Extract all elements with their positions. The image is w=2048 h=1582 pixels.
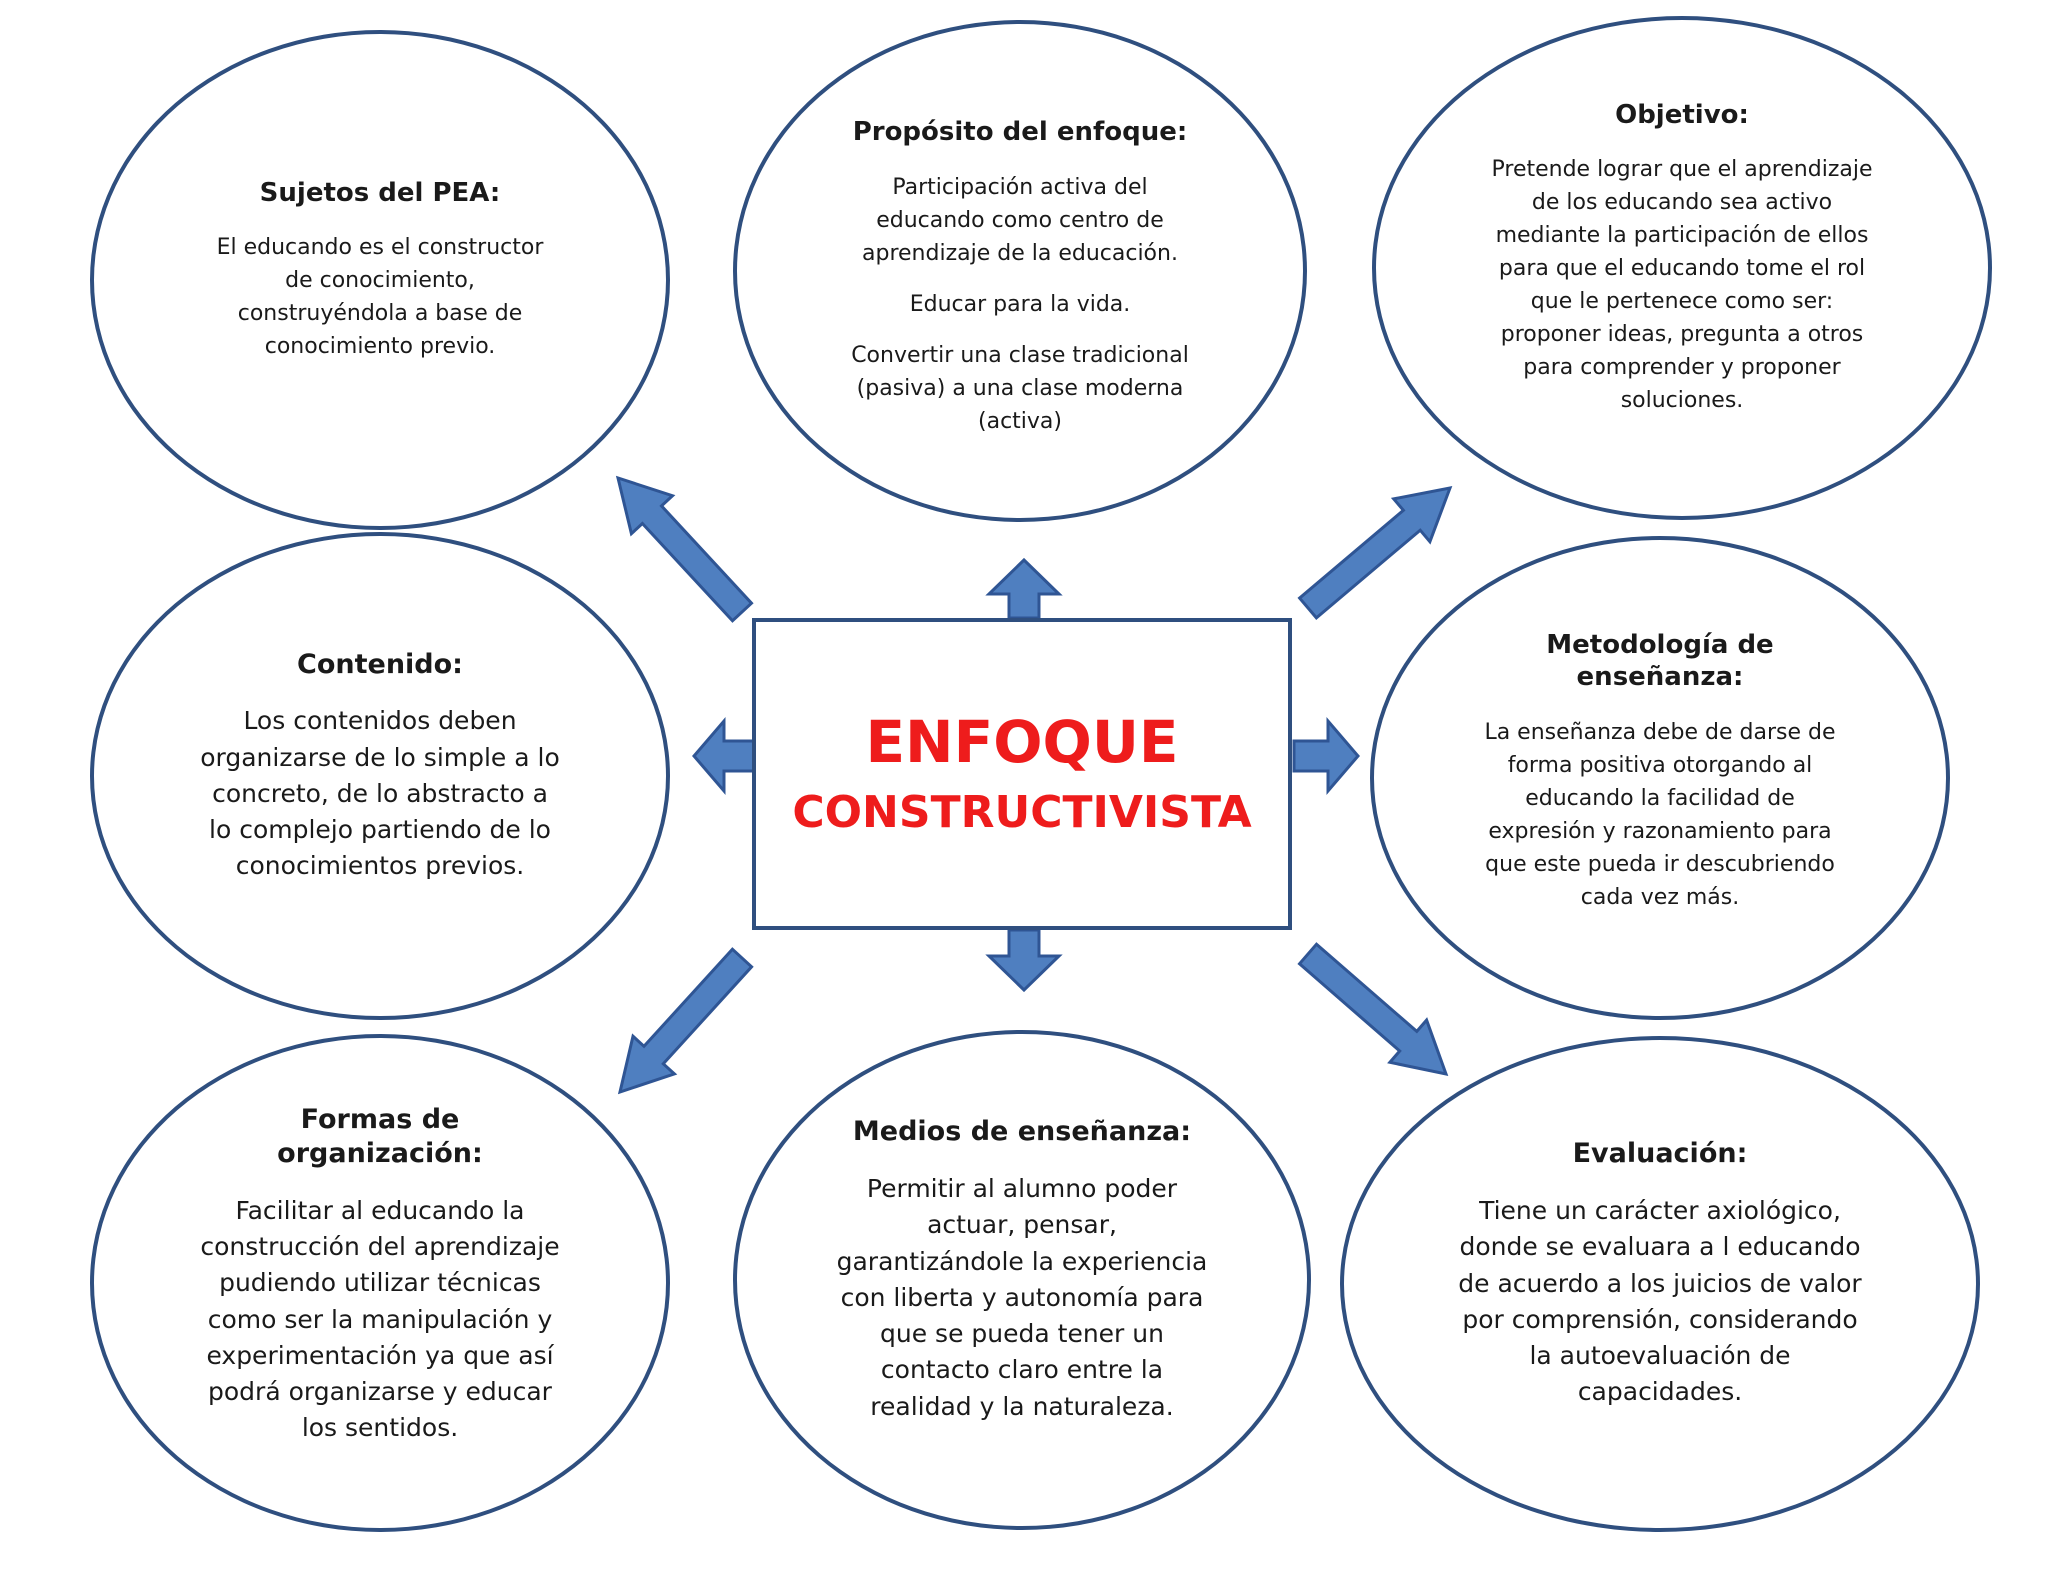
node-title: Contenido: [297,648,463,680]
node-text: Participación activa del educando como c… [862,174,1178,266]
node-text: El educando es el constructor de conocim… [216,235,544,360]
node-text: Los contenidos deben organizarse de lo s… [200,706,560,881]
node-formas-de-organizacion: Formas de organización: Facilitar al edu… [90,1034,670,1532]
node-title: Sujetos del PEA: [259,177,501,208]
arrow-to-formas [617,947,754,1095]
node-text: Educar para la vida. [909,291,1131,317]
node-text: Convertir una clase tradicional (pasiva)… [851,342,1189,434]
node-proposito-del-enfoque: Propósito del enfoque: Participación act… [733,20,1307,522]
node-text: Facilitar al educando la construcción de… [200,1195,560,1443]
arrow-to-metodologia [1292,716,1360,796]
node-objetivo: Objetivo: Pretende lograr que el aprendi… [1372,16,1992,520]
arrow-to-medios [985,928,1063,993]
node-medios-de-ensenanza: Medios de enseñanza: Permitir al alumno … [733,1030,1311,1530]
node-title: Evaluación: [1572,1138,1748,1170]
center-title-line-1: ENFOQUE [865,707,1179,776]
arrow-to-objetivo [1297,486,1453,621]
node-text: Pretende lograr que el aprendizaje de lo… [1491,157,1873,414]
node-contenido: Contenido: Los contenidos deben organiza… [90,532,670,1020]
node-text: Tiene un carácter axiológico, donde se e… [1458,1196,1862,1407]
node-title: Propósito del enfoque: [852,117,1188,148]
arrow-to-evaluacion [1297,942,1449,1077]
arrow-to-sujetos [615,475,754,623]
center-topic-box: ENFOQUE CONSTRUCTIVISTA [752,618,1292,930]
node-evaluacion: Evaluación: Tiene un carácter axiológico… [1340,1036,1980,1532]
center-title-line-2: CONSTRUCTIVISTA [792,786,1252,838]
node-text: Permitir al alumno poder actuar, pensar,… [836,1174,1208,1421]
arrow-to-contenido [692,716,762,796]
node-title: Medios de enseñanza: [852,1116,1192,1148]
node-title: Metodología de enseñanza: [1546,629,1774,693]
arrow-to-proposito [985,557,1063,620]
node-metodologia-de-ensenanza: Metodología de enseñanza: La enseñanza d… [1370,536,1950,1020]
node-title: Objetivo: [1615,99,1749,130]
node-sujetos-del-pea: Sujetos del PEA: El educando es el const… [90,30,670,530]
node-title: Formas de organización: [277,1104,483,1170]
node-text: La enseñanza debe de darse de forma posi… [1484,719,1836,910]
